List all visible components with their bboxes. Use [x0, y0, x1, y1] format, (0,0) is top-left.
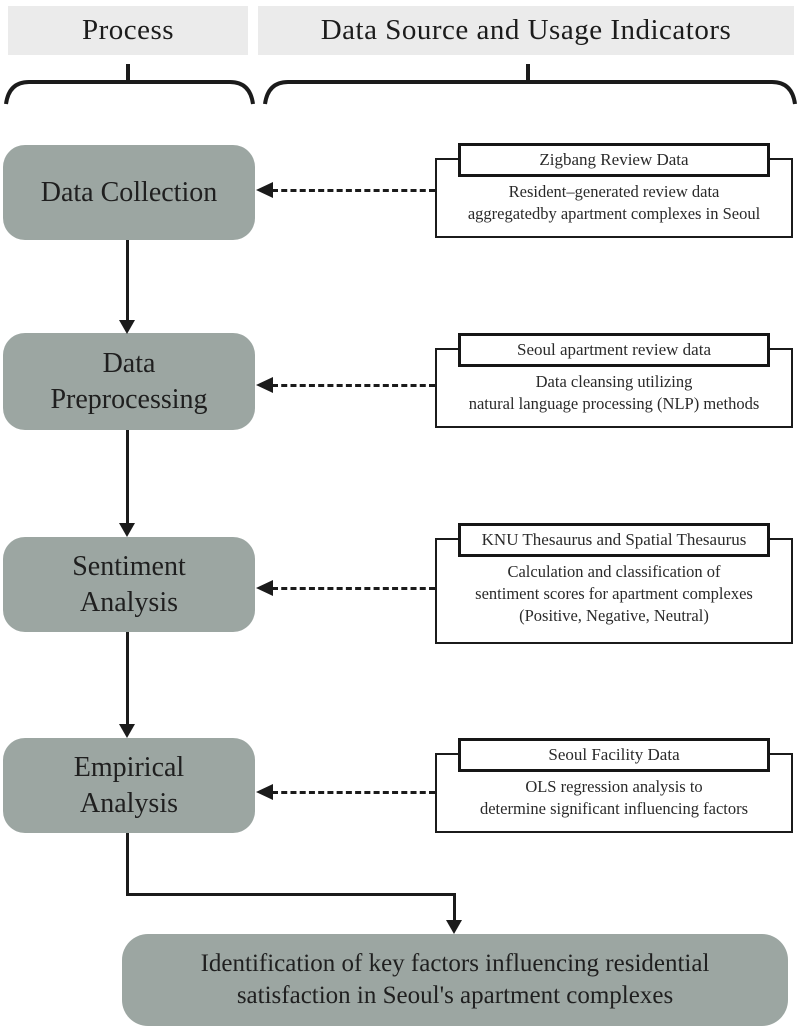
source-brace: [263, 80, 797, 105]
source-box-seoul-facility-data: Seoul Facility Data OLS regression analy…: [435, 738, 793, 833]
process-box-label: Analysis: [80, 586, 178, 618]
source-box-title-label: KNU Thesaurus and Spatial Thesaurus: [481, 530, 747, 549]
left-arrowhead-icon: [256, 580, 273, 596]
outcome-connector-vertical-1: [126, 833, 129, 895]
source-box-zigbang-review-data: Zigbang Review Data Resident–generated r…: [435, 143, 793, 238]
flow-line-1: [126, 240, 129, 322]
left-arrowhead-icon: [256, 182, 273, 198]
process-box-label: Preprocessing: [50, 383, 208, 415]
process-box-label: Empirical: [73, 751, 185, 783]
source-box-title-label: Seoul Facility Data: [548, 745, 680, 764]
dashed-arrow-1: [272, 189, 435, 192]
down-arrowhead-icon: [119, 320, 135, 334]
source-box-body-line: (Positive, Negative, Neutral): [519, 605, 709, 625]
source-box-body-line: natural language processing (NLP) method…: [468, 393, 760, 413]
dashed-arrow-3: [272, 587, 435, 590]
process-box-data-preprocessing: Data Preprocessing: [3, 333, 255, 430]
dashed-arrow-2: [272, 384, 435, 387]
source-box-body-line: OLS regression analysis to: [525, 777, 703, 796]
process-column-header: Process: [8, 6, 248, 55]
source-box-title-label: Zigbang Review Data: [539, 150, 689, 169]
outcome-box-line: satisfaction in Seoul's apartment comple…: [236, 982, 674, 1009]
source-box-title: Seoul apartment review data: [458, 333, 770, 367]
process-box-label: Data: [102, 347, 156, 379]
process-box-empirical-analysis: Empirical Analysis: [3, 738, 255, 833]
source-box-body-line: sentiment scores for apartment complexes: [475, 583, 753, 603]
down-arrowhead-icon: [119, 724, 135, 738]
source-box-body: OLS regression analysis to determine sig…: [437, 755, 791, 820]
source-box-title-label: Seoul apartment review data: [516, 340, 711, 359]
flow-line-2: [126, 430, 129, 525]
outcome-connector-horizontal: [126, 893, 456, 896]
source-box-body-line: Data cleansing utilizing: [535, 372, 693, 391]
column-braces: [4, 64, 797, 105]
source-box-seoul-apartment-review-data: Seoul apartment review data Data cleansi…: [435, 333, 793, 428]
left-arrowhead-icon: [256, 377, 273, 393]
process-box-label: Sentiment: [72, 550, 186, 582]
source-box-body-line: determine significant influencing factor…: [479, 798, 749, 818]
source-box-title: KNU Thesaurus and Spatial Thesaurus: [458, 523, 770, 557]
data-source-column-header-label: Data Source and Usage Indicators: [320, 14, 732, 46]
dashed-arrow-4: [272, 791, 435, 794]
flow-line-3: [126, 632, 129, 726]
process-box-label: Analysis: [80, 787, 178, 819]
source-box-title: Seoul Facility Data: [458, 738, 770, 772]
down-arrowhead-icon: [446, 920, 462, 934]
data-source-column-header: Data Source and Usage Indicators: [258, 6, 794, 55]
source-box-body: Data cleansing utilizing natural languag…: [437, 350, 791, 415]
source-box-body: Resident–generated review data aggregate…: [437, 160, 791, 225]
process-brace: [4, 80, 255, 105]
process-box-label: Data Collection: [40, 176, 218, 208]
source-box-body: Calculation and classification of sentim…: [437, 540, 791, 626]
left-arrowhead-icon: [256, 784, 273, 800]
process-box-data-collection: Data Collection: [3, 145, 255, 240]
down-arrowhead-icon: [119, 523, 135, 537]
source-box-knu-thesaurus: KNU Thesaurus and Spatial Thesaurus Calc…: [435, 523, 793, 644]
outcome-connector-vertical-2: [453, 893, 456, 922]
outcome-box: Identification of key factors influencin…: [122, 934, 788, 1026]
source-box-title: Zigbang Review Data: [458, 143, 770, 177]
source-box-body-line: aggregatedby apartment complexes in Seou…: [467, 203, 761, 223]
process-box-sentiment-analysis: Sentiment Analysis: [3, 537, 255, 632]
outcome-box-line: Identification of key factors influencin…: [200, 949, 710, 977]
source-box-body-line: Resident–generated review data: [508, 182, 720, 201]
process-column-header-label: Process: [81, 14, 175, 46]
source-box-body-line: Calculation and classification of: [507, 562, 721, 581]
